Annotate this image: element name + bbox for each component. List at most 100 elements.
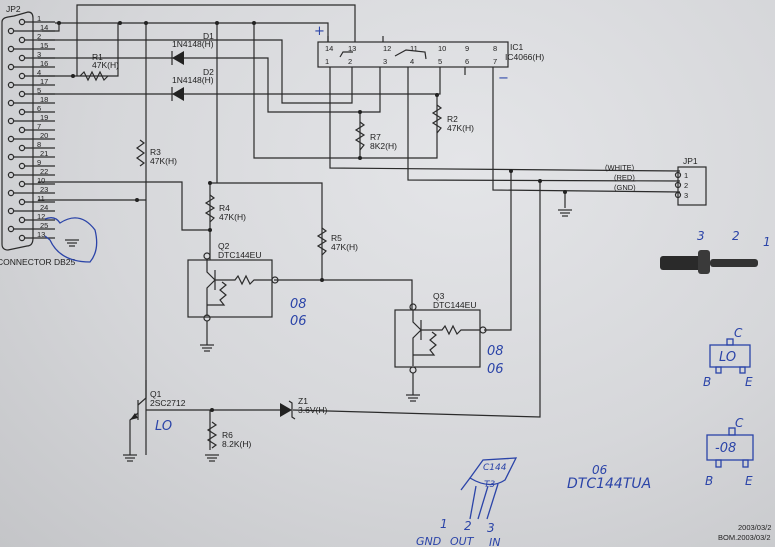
ic-pin-number: 3: [383, 57, 387, 66]
connector-pin: [7, 63, 15, 71]
label: 08: [290, 297, 307, 312]
label: C: [734, 326, 743, 340]
label: 1: [763, 235, 771, 249]
label: 3: [697, 229, 705, 243]
connector-pin-number: 17: [40, 77, 48, 86]
label: R6: [222, 430, 233, 440]
label: DTC144EU: [433, 300, 476, 310]
connector-pin: [18, 36, 26, 44]
resistor-r7: R7 8K2(H): [354, 121, 397, 151]
label: E: [745, 375, 753, 389]
connector-pin-number: 5: [37, 86, 41, 95]
ic-pin-number: 13: [348, 44, 356, 53]
connector-pin: [7, 171, 15, 179]
ic-pin-number: 12: [383, 44, 391, 53]
connector-pin-number: 23: [40, 185, 48, 194]
to92-regulator-sketch: C144 T3 1 2 3 GND OUT IN: [416, 457, 518, 547]
label: IC4066(H): [505, 52, 544, 62]
ic-pin-number: 9: [465, 44, 469, 53]
connector-pin-number: 4: [37, 68, 41, 77]
label: 47K(H): [331, 242, 358, 252]
ic-pin-number: 1: [325, 57, 329, 66]
connector-pin-number: 21: [40, 149, 48, 158]
label: LO: [719, 350, 736, 365]
label: E: [745, 474, 753, 488]
label: Q3: [433, 291, 445, 301]
audio-jack-photo: 3 2 1: [660, 229, 771, 274]
label: 47K(H): [92, 60, 119, 70]
connector-pin: [18, 126, 26, 134]
diode-d2: D2 1N4148(H): [171, 67, 214, 101]
label: 8K2(H): [370, 141, 397, 151]
connector-name: CONNECTOR DB25: [0, 257, 76, 267]
label: Q1: [150, 389, 162, 399]
label: 1N4148(H): [172, 75, 214, 85]
label: 3: [487, 521, 495, 535]
connector-pin: [18, 90, 26, 98]
connector-pin: [7, 153, 15, 161]
connector-pin: [18, 198, 26, 206]
connector-pin-number: 7: [37, 122, 41, 131]
label: C: [735, 416, 744, 430]
wire-white-label: (WHITE): [605, 163, 635, 172]
label: 3: [684, 191, 688, 200]
connector-pin-number: 11: [37, 194, 45, 203]
zener-z1: Z1 3.6V(H): [280, 396, 327, 420]
connector-pin: [7, 207, 15, 215]
ic-pin-number: 4: [410, 57, 414, 66]
connector-pin: [7, 99, 15, 107]
label: R7: [370, 132, 381, 142]
connector-pin: [7, 27, 15, 35]
ic-pin-number: 2: [348, 57, 352, 66]
connector-pin-number: 10: [37, 176, 45, 185]
sot23-08-sketch: C -08 B E: [705, 416, 754, 488]
label: 2: [732, 229, 740, 243]
label: IN: [489, 536, 500, 547]
connector-pin-number: 2: [37, 32, 41, 41]
label: R3: [150, 147, 161, 157]
wiring: [38, 4, 681, 455]
connector-pin-number: 18: [40, 95, 48, 104]
connector-pin-number: 19: [40, 113, 48, 122]
label: 1: [440, 517, 448, 531]
transistor-q1: Q1 2SC2712: [122, 380, 186, 462]
connector-pin-number: 15: [40, 41, 48, 50]
label: B: [705, 474, 713, 488]
resistor-r2: R2 47K(H): [431, 104, 474, 134]
connector-pin: [7, 225, 15, 233]
connector-pin-number: 24: [40, 203, 48, 212]
jp1-connector: JP1 1 2 3 (WHITE) (RED) (GND): [605, 156, 707, 206]
connector-pin: [18, 72, 26, 80]
connector-pin-number: 12: [37, 212, 45, 221]
label: 8.2K(H): [222, 439, 251, 449]
ic-pin-number: 5: [438, 57, 442, 66]
connector-pin: [18, 108, 26, 116]
ic-pin-number: 14: [325, 44, 333, 53]
label: Z1: [298, 396, 308, 406]
label: 1N4148(H): [172, 39, 214, 49]
connector-pin-number: 1: [37, 14, 41, 23]
label: GND: [416, 535, 441, 547]
label: B: [703, 375, 711, 389]
connector-pin: [18, 144, 26, 152]
handwritten-notes: 08 06 08 06 LO 3 2 1 C LO B E C -08 B E: [44, 217, 771, 547]
connector-pin-number: 16: [40, 59, 48, 68]
connector-pin-number: 9: [37, 158, 41, 167]
label: IC1: [510, 42, 524, 52]
connector-pin-number: 6: [37, 104, 41, 113]
label: OUT: [450, 535, 475, 547]
connector-pin-number: 8: [37, 140, 41, 149]
resistor-r5: R5 47K(H): [316, 227, 358, 256]
diode-d1: D1 1N4148(H): [171, 31, 214, 65]
label: 47K(H): [219, 212, 246, 222]
footer-bom: BOM.2003/03/2: [718, 533, 771, 542]
label: LO: [155, 419, 172, 434]
label: D1: [203, 31, 214, 41]
label: T3: [484, 480, 495, 490]
connector-pin: [7, 189, 15, 197]
ic-pin-number: 8: [493, 44, 497, 53]
transistor-q3: Q3 DTC144EU: [394, 291, 487, 402]
footer-date: 2003/03/2: [738, 523, 771, 532]
